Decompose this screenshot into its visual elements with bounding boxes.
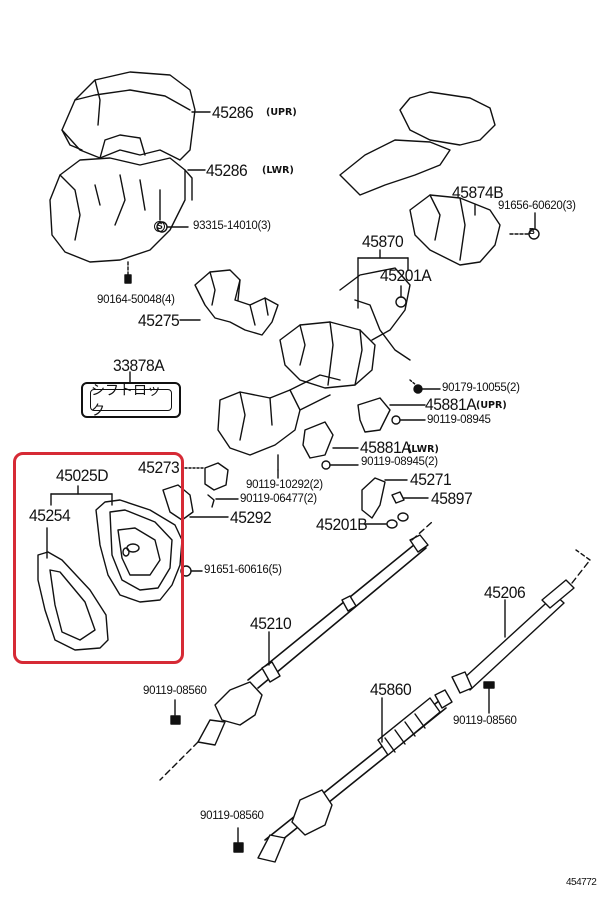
part-label-45206[interactable]: 45206 xyxy=(484,583,526,602)
part-label-45210[interactable]: 45210 xyxy=(250,614,292,633)
part-label-45271[interactable]: 45271 xyxy=(410,470,452,489)
column-hole-cover-drawing xyxy=(38,500,182,650)
part-label-45897[interactable]: 45897 xyxy=(431,489,473,508)
part-qualifier-45881a-lwr: (LWR) xyxy=(407,444,439,455)
lower-column-cover-drawing xyxy=(50,158,192,283)
part-label-45201b[interactable]: 45201B xyxy=(316,515,368,534)
part-qualifier-lwr: (LWR) xyxy=(262,165,294,176)
part-label-93315-14010[interactable]: 93315-14010(3) xyxy=(193,220,271,232)
part-qualifier-upr: (UPR) xyxy=(266,107,297,118)
main-shaft-drawing xyxy=(160,522,432,780)
part-label-45870[interactable]: 45870 xyxy=(362,232,404,251)
part-label-91651-60616[interactable]: 91651-60616(5) xyxy=(204,564,282,576)
part-label-45286-lwr[interactable]: 45286 xyxy=(206,161,248,180)
part-label-45273[interactable]: 45273 xyxy=(138,458,180,477)
highlighted-part-group-frame xyxy=(13,452,184,664)
part-label-90119-08560-b[interactable]: 90119-08560 xyxy=(200,810,264,822)
part-label-45025d[interactable]: 45025D xyxy=(56,466,109,485)
part-label-90119-08560-c[interactable]: 90119-08560 xyxy=(453,715,517,727)
intermediate-shaft-drawing xyxy=(452,550,590,693)
part-qualifier-45881a-upr: (UPR) xyxy=(476,400,507,411)
shift-lock-label-text: シフトロック xyxy=(90,383,172,419)
part-label-45286-upr[interactable]: 45286 xyxy=(212,103,254,122)
part-label-90164-50048[interactable]: 90164-50048(4) xyxy=(97,294,175,306)
sliding-yoke-boot-drawing xyxy=(258,690,452,862)
part-label-45275[interactable]: 45275 xyxy=(138,311,180,330)
part-label-90119-08945-2[interactable]: 90119-08945(2) xyxy=(361,456,438,468)
shift-lock-caution-label: シフトロック xyxy=(81,382,181,419)
part-label-45254[interactable]: 45254 xyxy=(29,506,71,525)
b-marker-icon: B xyxy=(529,227,535,236)
upper-column-cover-drawing xyxy=(62,72,195,160)
part-label-45201a[interactable]: 45201A xyxy=(380,266,432,285)
part-label-91656-60620[interactable]: 91656-60620(3) xyxy=(498,200,576,212)
figure-number: 454772 xyxy=(566,877,597,888)
part-label-45874b[interactable]: 45874B xyxy=(452,183,504,202)
upper-bracket-drawing xyxy=(340,92,528,265)
tilt-bracket-drawing xyxy=(195,270,278,335)
part-label-45881a-lwr[interactable]: 45881A xyxy=(360,438,412,457)
part-label-45860[interactable]: 45860 xyxy=(370,680,412,699)
part-label-90119-08560-a[interactable]: 90119-08560 xyxy=(143,685,207,697)
part-label-45292[interactable]: 45292 xyxy=(230,508,272,527)
part-label-90179-10055[interactable]: 90179-10055(2) xyxy=(442,382,520,394)
part-label-45881a-upr[interactable]: 45881A xyxy=(425,395,477,414)
steering-column-tube-drawing xyxy=(218,268,410,455)
s-marker-icon: S xyxy=(154,221,165,232)
part-label-90119-10292[interactable]: 90119-10292(2) xyxy=(246,479,323,491)
part-label-90119-08945[interactable]: 90119-08945 xyxy=(427,414,491,426)
part-label-90119-06477[interactable]: 90119-06477(2) xyxy=(240,493,317,505)
part-label-33878a[interactable]: 33878A xyxy=(113,356,165,375)
